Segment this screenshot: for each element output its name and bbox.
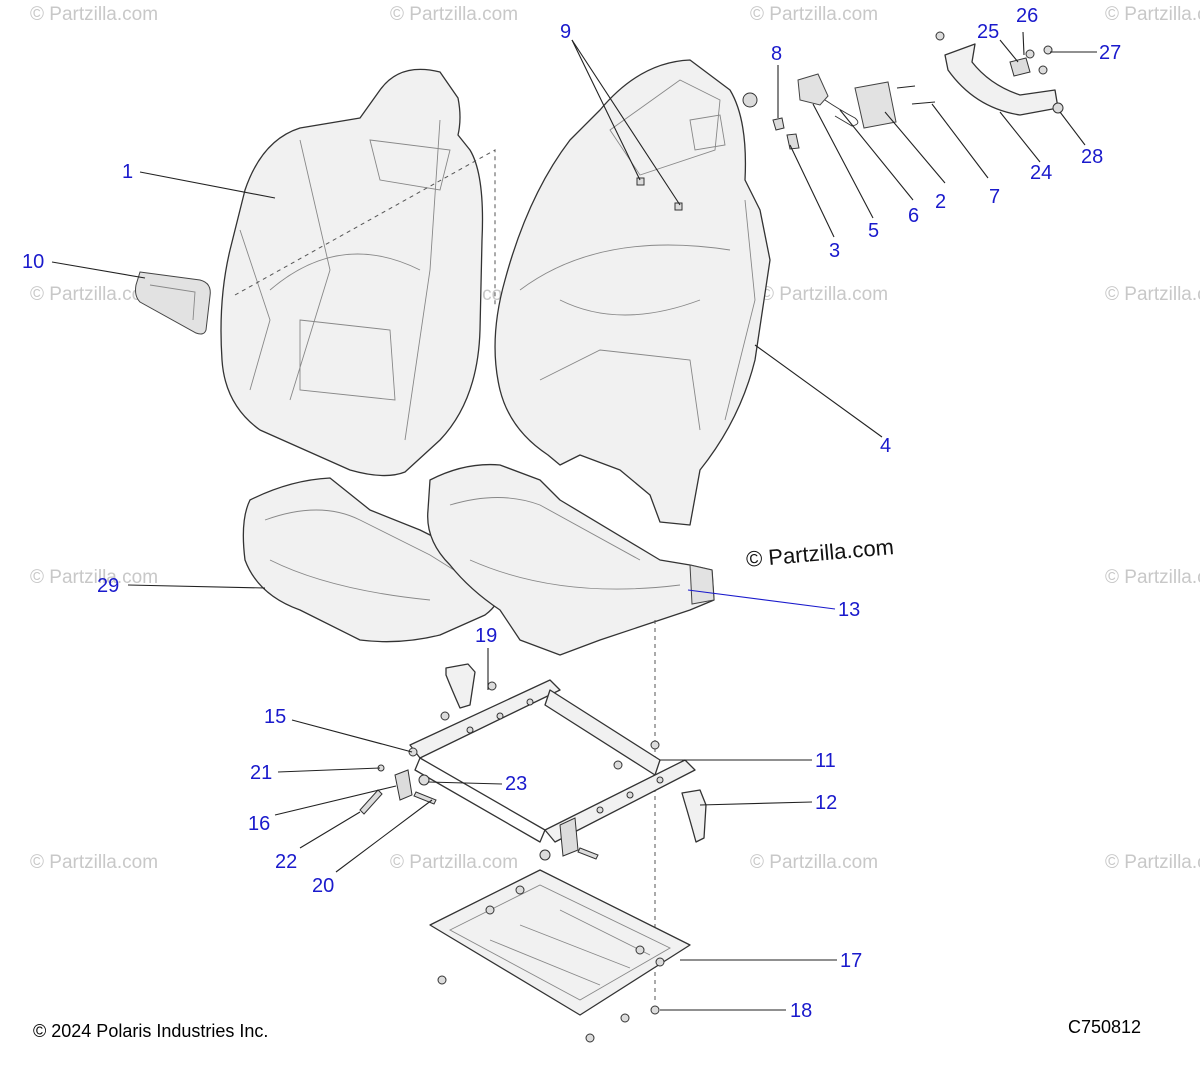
callout-9: 9 — [560, 21, 571, 43]
rivet — [636, 177, 645, 186]
left-seat-cushion-part — [242, 477, 502, 643]
watermark: © Partzilla.com — [390, 4, 518, 25]
diagram-code: C750812 — [1068, 1017, 1142, 1037]
watermark: © Partzilla.com — [1105, 567, 1200, 588]
callout-3: 3 — [829, 240, 840, 262]
callout-13: 13 — [838, 599, 860, 621]
nut-part — [786, 133, 800, 150]
watermark: © Partzilla.com — [30, 567, 158, 588]
watermark: © Partzilla.com — [30, 4, 158, 25]
leader-lines — [51, 31, 1097, 1011]
callout-7: 7 — [989, 186, 1000, 208]
seat-back-cover-part — [220, 68, 484, 477]
callout-26: 26 — [1016, 5, 1038, 27]
callout-labels: 1 2 3 4 5 6 7 8 9 10 11 12 13 15 16 17 1… — [22, 5, 1121, 1022]
clip-part — [772, 117, 785, 131]
plate-part — [854, 81, 897, 129]
callout-24: 24 — [1030, 162, 1052, 184]
callout-8: 8 — [771, 43, 782, 65]
bolt-part — [1043, 45, 1053, 55]
rivet — [674, 202, 683, 211]
watermark: © Partzilla.com — [1105, 852, 1200, 873]
slider-hardware-group — [359, 747, 599, 861]
callout-2: 2 — [935, 191, 946, 213]
seat-badge-part — [135, 271, 211, 335]
watermark: © Partzilla.com — [30, 852, 158, 873]
callout-19: 19 — [475, 625, 497, 647]
bolt-part — [1025, 49, 1035, 59]
callout-28: 28 — [1081, 146, 1103, 168]
callout-23: 23 — [505, 773, 527, 795]
callout-27: 27 — [1099, 42, 1121, 64]
callout-1: 1 — [122, 161, 133, 183]
watermark: © Partzilla.com — [390, 852, 518, 873]
callout-12: 12 — [815, 792, 837, 814]
screw-parts — [437, 975, 660, 1043]
callout-15: 15 — [264, 706, 286, 728]
grommet-part — [742, 92, 758, 108]
callout-29: 29 — [97, 575, 119, 597]
watermark: © Partzilla.com — [750, 4, 878, 25]
watermark: © Partzilla.com — [1105, 284, 1200, 305]
callout-22: 22 — [275, 851, 297, 873]
watermark: © Partzilla.com — [750, 852, 878, 873]
callout-5: 5 — [868, 220, 879, 242]
seat-frame-part — [409, 679, 696, 843]
strap-bracket-part — [944, 43, 1059, 116]
callout-25: 25 — [977, 21, 999, 43]
wire-clip-part — [824, 99, 859, 127]
latch-part — [1009, 57, 1031, 77]
bolt-part — [1052, 102, 1064, 114]
watermark: © Partzilla.com — [760, 284, 888, 305]
base-tray-part — [429, 869, 691, 1016]
bolt-part — [1038, 65, 1048, 75]
alignment-line — [234, 149, 496, 305]
callout-21: 21 — [250, 762, 272, 784]
callout-10: 10 — [22, 251, 44, 273]
watermark: © Partzilla.com — [1105, 4, 1200, 25]
callout-16: 16 — [248, 813, 270, 835]
seat-shell-part — [494, 59, 771, 526]
right-seat-cushion-part — [427, 463, 715, 656]
callout-17: 17 — [840, 950, 862, 972]
callout-4: 4 — [880, 435, 891, 457]
hardware-group — [742, 31, 1064, 150]
strap-part — [445, 663, 476, 709]
strap-part — [681, 789, 707, 843]
callout-6: 6 — [908, 205, 919, 227]
bolt-part — [935, 31, 945, 41]
callout-18: 18 — [790, 1000, 812, 1022]
callout-11: 11 — [815, 750, 836, 772]
watermark-layer: © Partzilla.com © Partzilla.com © Partzi… — [30, 4, 1200, 873]
copyright-text: © 2024 Polaris Industries Inc. — [33, 1021, 269, 1041]
bracket-part — [797, 73, 829, 106]
watermark: © Partzilla.com — [30, 284, 158, 305]
callout-20: 20 — [312, 875, 334, 897]
